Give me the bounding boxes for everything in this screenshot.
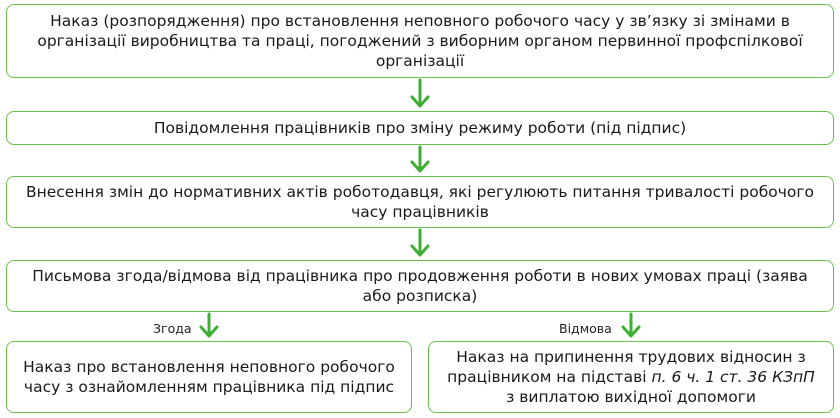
step-notify-workers: Повідомлення працівників про зміну режим… (6, 111, 834, 145)
outcome-refuse-legal-ref: п. 6 ч. 1 ст. 36 КЗпП (651, 368, 815, 386)
outcome-refuse-post: з виплатою вихідної допомоги (506, 388, 756, 406)
step-order-decree-text: Наказ (розпорядження) про встановлення н… (37, 12, 803, 70)
outcome-agree-text: Наказ про встановлення неповного робочог… (23, 358, 395, 396)
arrow-refuse (621, 312, 641, 338)
outcome-refuse-pre: Наказ на припинення трудових відносин з … (447, 348, 806, 386)
branch-label-agree: Згода (153, 321, 192, 336)
outcome-refuse: Наказ на припинення трудових відносин з … (428, 341, 834, 413)
arrow-3 (410, 228, 430, 257)
arrow-2 (410, 145, 430, 173)
step-notify-workers-text: Повідомлення працівників про зміну режим… (153, 119, 687, 137)
arrow-1 (410, 78, 430, 108)
outcome-refuse-text: Наказ на припинення трудових відносин з … (443, 347, 819, 407)
step-order-decree: Наказ (розпорядження) про встановлення н… (6, 4, 834, 78)
step-amend-acts-text: Внесення змін до нормативних актів робот… (25, 183, 815, 221)
outcome-agree: Наказ про встановлення неповного робочог… (6, 341, 412, 413)
branch-label-refuse: Відмова (559, 321, 612, 336)
step-consent-refusal: Письмова згода/відмова від працівника пр… (6, 260, 834, 312)
step-amend-acts: Внесення змін до нормативних актів робот… (6, 176, 834, 228)
arrow-agree (199, 312, 219, 338)
step-consent-refusal-text: Письмова згода/відмова від працівника пр… (32, 267, 808, 305)
